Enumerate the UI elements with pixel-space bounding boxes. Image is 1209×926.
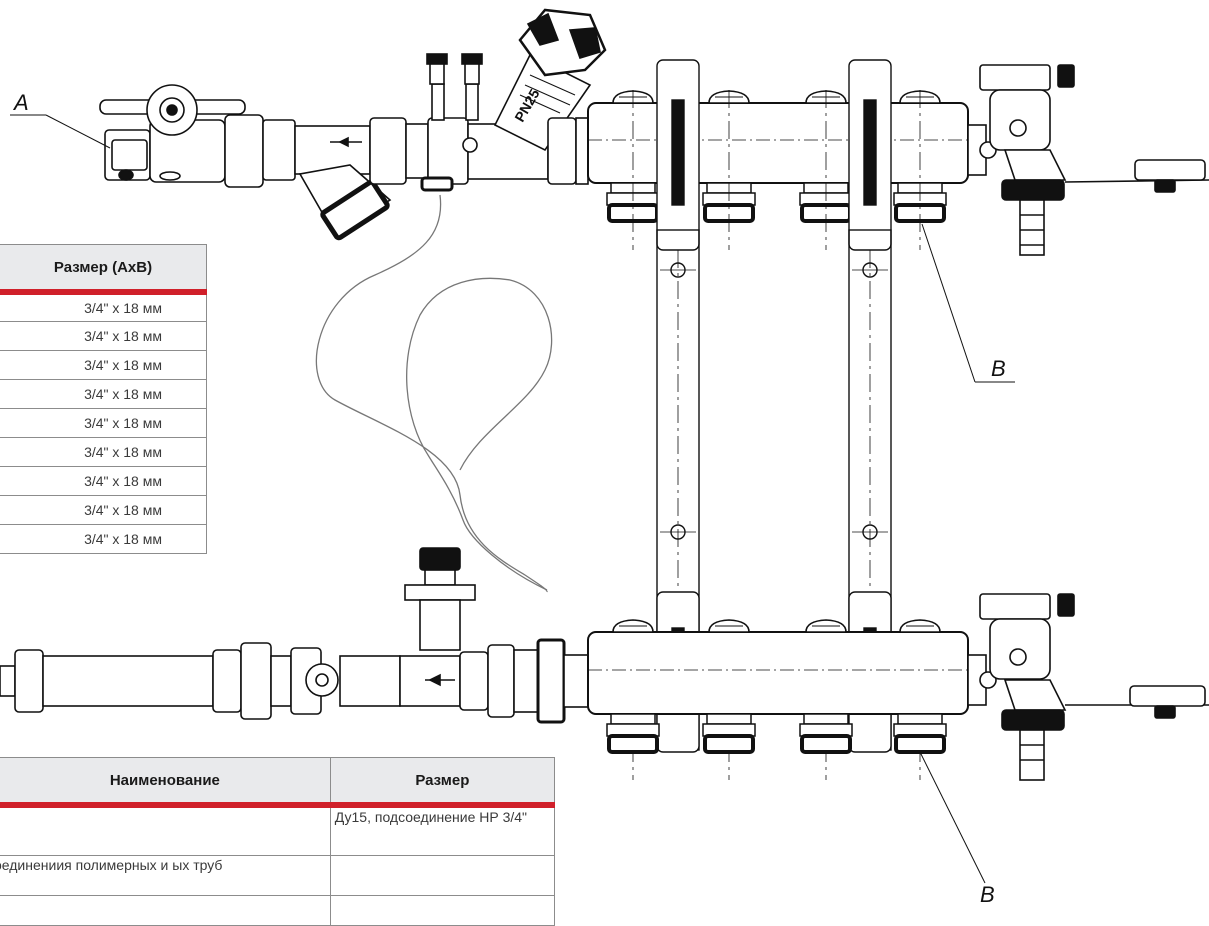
balancing-valve: PN25 [493, 8, 607, 185]
size-cell: 3/4" x 18 мм [0, 407, 207, 438]
parts-table: Наименование Размер Ду15, подсоединение … [0, 757, 556, 926]
table-row: 3/4" x 18 мм [0, 291, 207, 322]
end-fitting-bottom [967, 593, 1209, 781]
parts-size-cell [329, 894, 556, 926]
size-cell: 3/4" x 18 мм [0, 291, 207, 322]
table-row: 3/4" x 18 мм [0, 523, 207, 554]
size-cell: 3/4" x 18 мм [0, 436, 207, 467]
parts-name-cell [0, 804, 331, 856]
size-table: Размер (AxB) 3/4" x 18 мм 3/4" x 18 мм 3… [0, 244, 207, 554]
size-cell: 3/4" x 18 мм [0, 320, 207, 351]
size-table-header: Размер (AxB) [0, 244, 207, 295]
return-pipe [0, 638, 589, 724]
parts-header-name: Наименование [0, 757, 331, 808]
table-row: 3/4" x 18 мм [0, 494, 207, 525]
table-row: 3/4" x 18 мм [0, 436, 207, 467]
manifold-bottom [587, 619, 969, 754]
table-row: 3/4" x 18 мм [0, 349, 207, 380]
strainer-top [262, 117, 429, 241]
size-cell: 3/4" x 18 мм [0, 494, 207, 525]
parts-size-cell: Ду15, подсоединение НР 3/4" [329, 804, 556, 856]
table-row: оединениия полимерных и ых труб [0, 854, 556, 896]
callout-b-top: B [991, 356, 1006, 381]
table-row: 3/4" x 18 мм [0, 320, 207, 351]
parts-size-cell [329, 854, 556, 896]
parts-header-size: Размер [329, 757, 556, 808]
callout-a: A [14, 90, 29, 115]
table-row [0, 894, 556, 926]
ball-valve-top [99, 84, 264, 188]
parts-name-cell: оединениия полимерных и ых труб [0, 854, 331, 896]
size-cell: 3/4" x 18 мм [0, 378, 207, 409]
callout-b-bottom: B [980, 882, 995, 907]
return-valve [404, 547, 476, 651]
table-row: 3/4" x 18 мм [0, 378, 207, 409]
table-row: 3/4" x 18 мм [0, 407, 207, 438]
table-row: Ду15, подсоединение НР 3/4" [0, 804, 556, 856]
end-fitting-top [967, 64, 1209, 256]
leader-lines [10, 114, 1015, 884]
table-row: 3/4" x 18 мм [0, 465, 207, 496]
tee-vents-top [420, 53, 549, 192]
size-cell: 3/4" x 18 мм [0, 349, 207, 380]
parts-name-cell [0, 894, 331, 926]
manifold-top [575, 90, 969, 223]
size-cell: 3/4" x 18 мм [0, 523, 207, 554]
capillary-tube [315, 194, 548, 593]
size-cell: 3/4" x 18 мм [0, 465, 207, 496]
